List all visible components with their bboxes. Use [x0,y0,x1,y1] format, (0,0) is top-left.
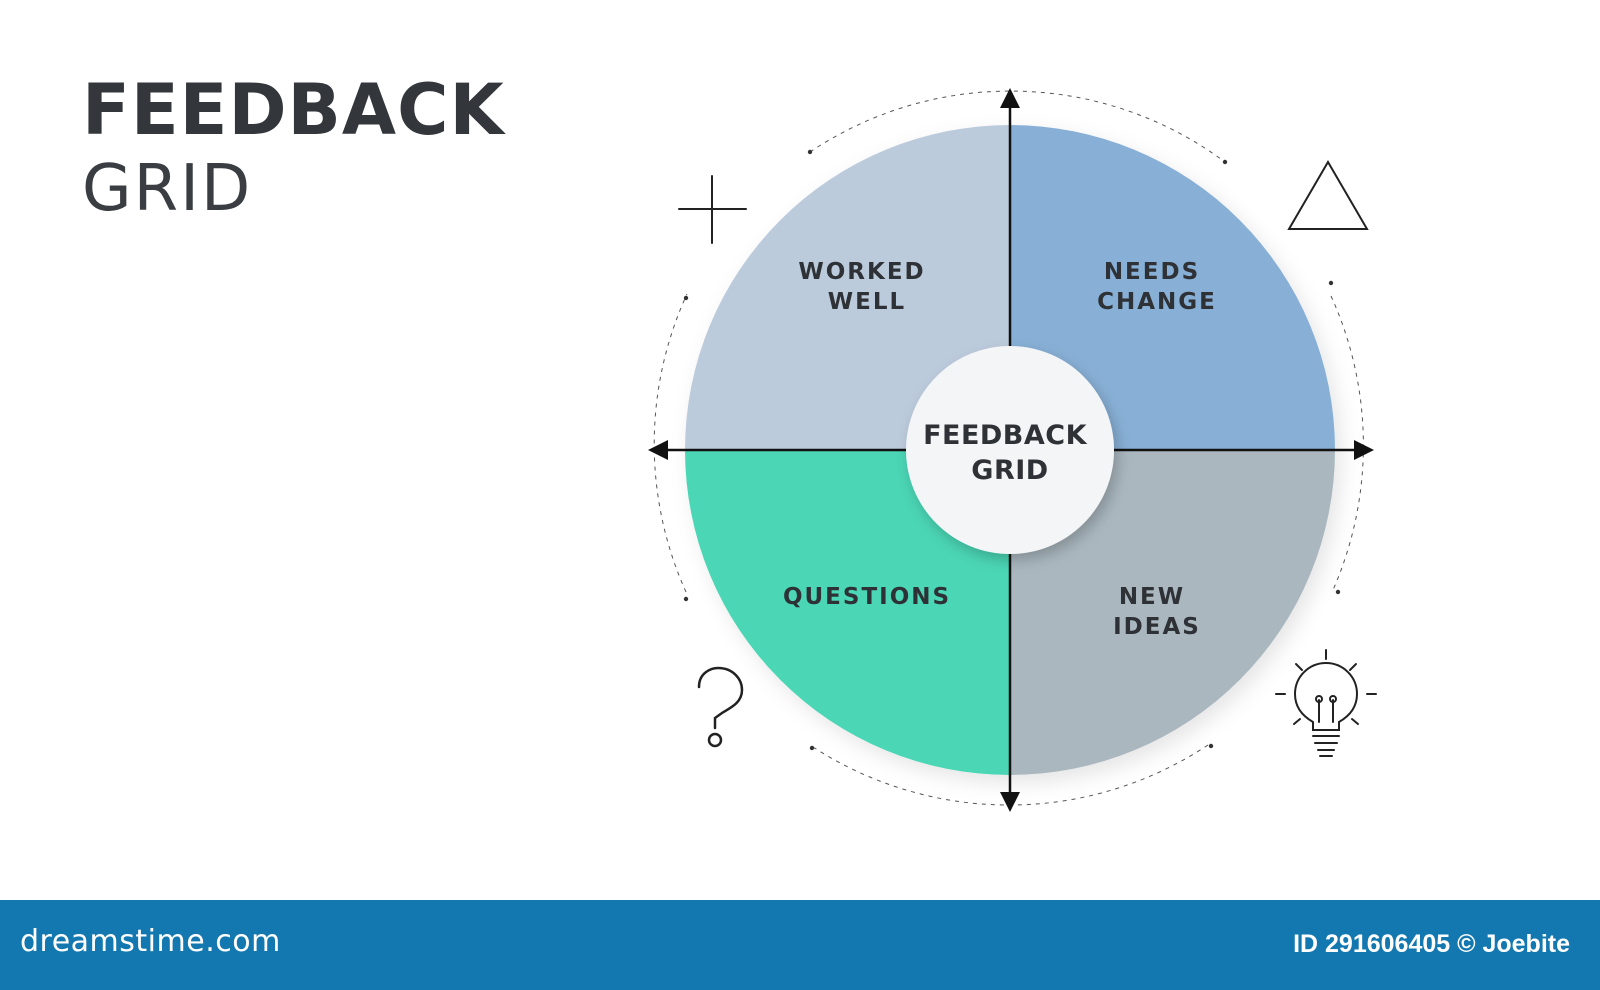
lightbulb-icon [1275,649,1377,757]
quadrant-worked-well [685,125,1010,450]
worked-well-label-line-2: WELL [828,289,906,315]
feedback-grid-diagram: FEEDBACK GRID WORKED WELL NEEDS CHANGE Q… [648,88,1377,812]
svg-text:FEEDBACK GRID: FEEDBACK GRID [923,420,1097,486]
worked-well-label-line-1: WORKED [798,259,925,285]
triangle-icon [1287,160,1369,230]
needs-change-label-line-1: NEEDS [1104,259,1200,285]
footer-bar: dreamstime.com ID 291606405 © Joebite [0,900,1600,990]
question-mark-icon [697,666,744,748]
questions-label: QUESTIONS [783,584,951,610]
title-line-1: FEEDBACK [82,69,505,151]
title-line-2: GRID [82,152,253,226]
hub-label-line-2: GRID [971,455,1048,486]
svg-text:NEW IDEAS: NEW IDEAS [1113,584,1201,640]
quadrant-needs-change [1010,125,1335,450]
quadrant-questions [685,450,1010,775]
hub-label-line-1: FEEDBACK [923,420,1088,451]
new-ideas-label-line-2: IDEAS [1113,614,1201,640]
svg-text:WORKED WELL: WORKED WELL [798,259,935,315]
orbit-dots [683,149,1341,751]
svg-text:QUESTIONS: QUESTIONS [783,584,951,610]
footer-brand[interactable]: dreamstime.com [20,924,281,959]
new-ideas-label-line-1: NEW [1119,584,1185,610]
svg-text:NEEDS CHANGE: NEEDS CHANGE [1097,259,1217,315]
plus-icon [678,175,747,244]
needs-change-label-line-2: CHANGE [1097,289,1217,315]
image-id-credit: ID 291606405 © Joebite [1293,930,1570,958]
center-hub [906,346,1114,554]
quadrant-new-ideas [1010,450,1335,775]
page-title: FEEDBACK GRID [82,70,505,228]
